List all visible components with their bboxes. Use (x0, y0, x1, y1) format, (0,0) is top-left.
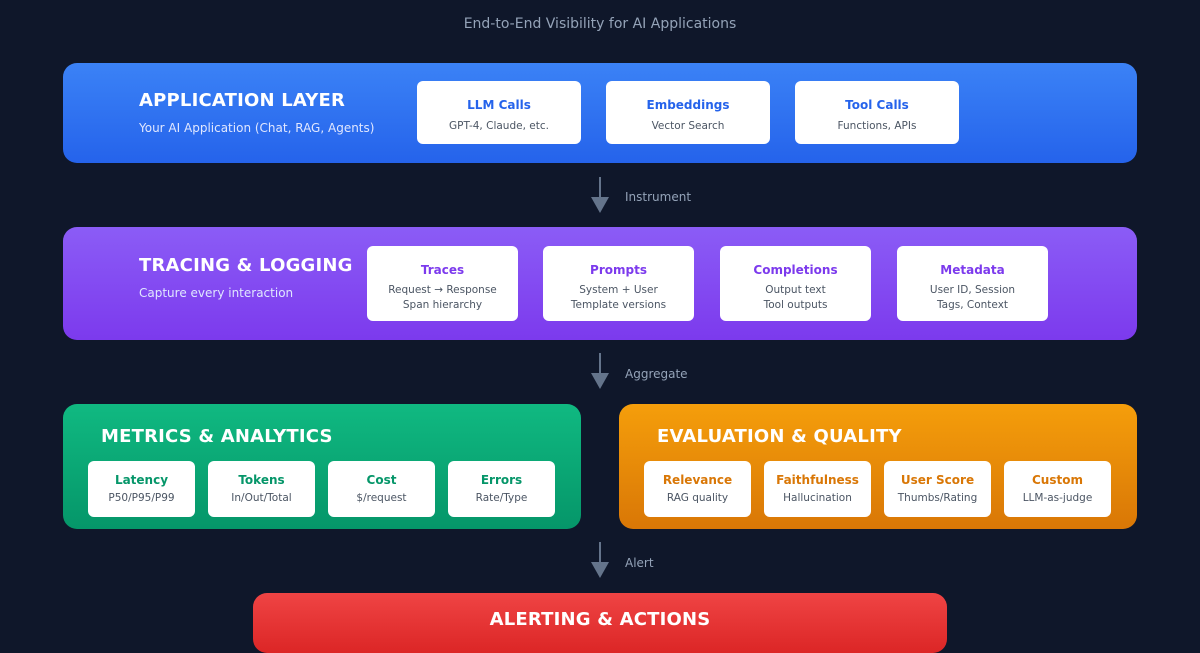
card-desc: Rate/Type (475, 492, 528, 504)
card-title: Traces (420, 263, 465, 277)
card-desc: User ID, Session (929, 284, 1016, 296)
card-cost: Cost $/request (328, 461, 435, 517)
card-title: Completions (753, 263, 838, 277)
diagram-subtitle: End-to-End Visibility for AI Application… (463, 16, 737, 32)
card-title: Latency (114, 473, 169, 487)
card-desc: LLM-as-judge (1022, 492, 1093, 504)
alerting-layer: ALERTING & ACTIONS (253, 593, 947, 653)
card-desc: Tool outputs (763, 299, 828, 311)
card-desc: GPT-4, Claude, etc. (449, 120, 549, 132)
card-desc: Output text (765, 284, 826, 296)
card-title: Relevance (662, 473, 733, 487)
arrow-down-icon (591, 542, 609, 582)
card-desc: $/request (356, 492, 407, 504)
card-desc: In/Out/Total (231, 492, 292, 504)
card-title: Embeddings (646, 98, 730, 112)
arrow-label: Alert (625, 556, 654, 570)
layer-title: EVALUATION & QUALITY (657, 426, 902, 447)
layer-title: METRICS & ANALYTICS (101, 426, 333, 447)
card-desc: Span hierarchy (402, 299, 483, 311)
card-desc: System + User (579, 284, 658, 296)
arrow-label: Aggregate (625, 367, 688, 381)
card-desc: Request → Response (388, 284, 497, 296)
layer-subtitle: Capture every interaction (139, 286, 294, 300)
layer-title: APPLICATION LAYER (139, 90, 346, 111)
card-title: Custom (1032, 473, 1083, 487)
card-title: Faithfulness (776, 473, 859, 487)
card-desc: Vector Search (651, 120, 725, 132)
card-title: Tool Calls (845, 98, 909, 112)
card-title: Metadata (940, 263, 1005, 277)
arrow-down-icon (591, 177, 609, 217)
layer-title: ALERTING & ACTIONS (489, 609, 711, 630)
layer-subtitle: Your AI Application (Chat, RAG, Agents) (139, 121, 375, 135)
arrow-label: Instrument (625, 190, 692, 204)
card-desc: Thumbs/Rating (897, 492, 978, 504)
application-layer: APPLICATION LAYER Your AI Application (C… (63, 63, 1137, 163)
tracing-layer: TRACING & LOGGING Capture every interact… (63, 227, 1137, 340)
card-title: Prompts (590, 263, 647, 277)
arrow-down-icon (591, 353, 609, 393)
card-desc: Functions, APIs (837, 120, 917, 132)
card-desc: Hallucination (783, 492, 852, 504)
card-title: User Score (900, 473, 975, 487)
card-title: Errors (480, 473, 523, 487)
card-desc: Template versions (570, 299, 667, 311)
card-title: LLM Calls (467, 98, 531, 112)
card-title: Tokens (238, 473, 285, 487)
card-title: Cost (366, 473, 397, 487)
layer-title: TRACING & LOGGING (139, 255, 353, 276)
card-desc: P50/P95/P99 (108, 492, 175, 504)
card-desc: Tags, Context (936, 299, 1009, 311)
card-desc: RAG quality (666, 492, 729, 504)
